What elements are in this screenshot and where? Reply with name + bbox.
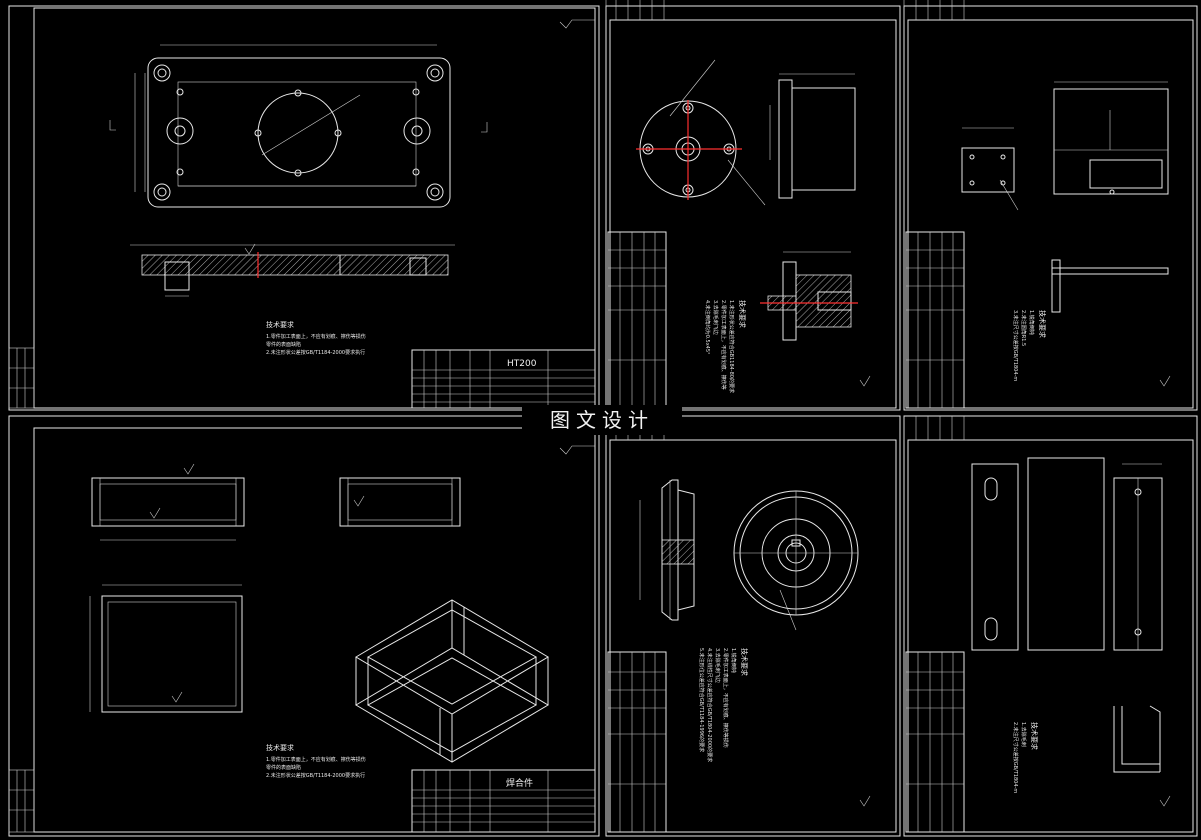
sheet-5-note-5: 5.未注形位公差应符合GB/T1184-1996的要求 [698, 648, 705, 752]
sheet-2-note-1: 1.未注形状公差应符合GB1184-80的要求 [728, 300, 735, 393]
sheet-3-note-3: 3.未注尺寸公差按GB/T1804-m [1012, 310, 1019, 381]
sheet-6-frame [903, 415, 1198, 837]
sheet-3-side-view [1051, 259, 1169, 313]
sheet-6-note-2: 2.未注尺寸公差按GB/T1804-m [1012, 722, 1019, 793]
sheet-3-detail-view [961, 127, 1019, 211]
sheet-4-frame [8, 415, 600, 837]
sheet-4-top-view [89, 584, 243, 713]
sheet-4-front-view [91, 477, 245, 541]
sheet-2-flange-side-view [769, 73, 856, 199]
sheet-4-isometric-view [355, 599, 549, 763]
sheet-3-notes-heading: 技术要求 [1038, 310, 1047, 338]
sheet-6-tech-notes: 技术要求 1.去除毛刺 2.未注尺寸公差按GB/T1804-m [1012, 722, 1039, 793]
watermark-label: 图文设计 [522, 405, 682, 435]
sheet-5-note-4: 4.未注线性尺寸公差应符合GB/T1804-2000的要求 [706, 648, 713, 762]
sheet-4-note-1: 1.零件加工表面上，不应有划痕、擦伤等损伤 [266, 756, 366, 763]
sheet-6-bar-side-view [1113, 463, 1163, 651]
sheet-4-title-block: 焊合件 [411, 769, 596, 833]
roughness-symbols [149, 243, 1171, 807]
sheet-6-bracket-view [1113, 705, 1161, 773]
sheet-1-title-block: HT200 [411, 349, 596, 409]
sheet-2-title-block [607, 231, 667, 409]
sheet-1-plate-section-view [130, 244, 455, 297]
sheet-3-title-block [905, 231, 965, 409]
sheet-3-tech-notes: 技术要求 1.锐角倒钝 2.未注圆角R1.5 3.未注尺寸公差按GB/T1804… [1012, 310, 1047, 381]
sheet-4-side-view [339, 477, 461, 527]
sheet-5-note-2: 2.零件加工表面上，不应有划痕、擦伤等损伤 [722, 648, 729, 748]
sheet-4-note-2: 零件的表面缺陷 [266, 764, 301, 771]
sheet-2-frame [605, 0, 901, 411]
sheet-3-note-2: 2.未注圆角R1.5 [1020, 310, 1027, 346]
sheet-3-block-front-view [1053, 81, 1169, 195]
sheet-6-bar-front-view [971, 457, 1105, 651]
sheet-1-notes-heading: 技术要求 [266, 320, 294, 329]
sheet-1-frame [8, 5, 600, 411]
sheet-5-note-1: 1.锐角倒钝 [730, 648, 737, 673]
sheet-6-note-1: 1.去除毛刺 [1020, 722, 1027, 747]
sheet-4-note-3: 2.未注形状公差按GB/T1184-2000要求执行 [266, 772, 365, 779]
sheet-1-tech-notes: 技术要求 1.零件加工表面上，不应有划痕、擦伤等损伤 零件的表面缺陷 2.未注形… [266, 320, 366, 356]
sheet-1-material: HT200 [507, 359, 537, 369]
sheet-5-notes-heading: 技术要求 [740, 648, 749, 676]
sheet-6-notes-heading: 技术要求 [1030, 722, 1039, 750]
sheet-5-title-block [607, 651, 667, 833]
sheet-2-note-3: 3.去除毛刺飞边 [712, 300, 719, 335]
sheet-2-section-view [760, 251, 858, 341]
sheet-2-note-4: 4.未注倒角均为0.5x45° [704, 300, 711, 355]
sheet-4-title: 焊合件 [506, 777, 533, 789]
sheet-5-tech-notes: 技术要求 1.锐角倒钝 2.零件加工表面上，不应有划痕、擦伤等损伤 3.去除毛刺… [698, 648, 749, 762]
sheet-4-notes-heading: 技术要求 [266, 743, 294, 752]
sheet-1-note-2: 零件的表面缺陷 [266, 341, 301, 348]
sheet-1-note-3: 2.未注形状公差按GB/T1184-2000要求执行 [266, 349, 365, 356]
sheet-5-note-3: 3.去除毛刺飞边 [714, 648, 721, 683]
sheet-5-pulley-front-view [733, 490, 859, 631]
sheet-4-tech-notes: 技术要求 1.零件加工表面上，不应有划痕、擦伤等损伤 零件的表面缺陷 2.未注形… [266, 743, 366, 779]
sheet-6-title-block [905, 651, 965, 833]
sheet-5-frame [605, 415, 901, 837]
sheet-1-plate-plan-view [109, 44, 488, 208]
sheet-5-pulley-side-view [639, 479, 695, 621]
sheet-2-notes-heading: 技术要求 [738, 300, 747, 328]
sheet-2-note-2: 2.零件加工表面上，不应有划痕、擦伤等 [720, 300, 727, 390]
sheet-3-frame [903, 0, 1198, 411]
sheet-2-tech-notes: 技术要求 1.未注形状公差应符合GB1184-80的要求 2.零件加工表面上，不… [704, 300, 747, 393]
sheet-1-note-1: 1.零件加工表面上，不应有划痕、擦伤等损伤 [266, 333, 366, 340]
sheet-2-flange-front-view [636, 59, 766, 206]
sheet-3-note-1: 1.锐角倒钝 [1028, 310, 1035, 335]
